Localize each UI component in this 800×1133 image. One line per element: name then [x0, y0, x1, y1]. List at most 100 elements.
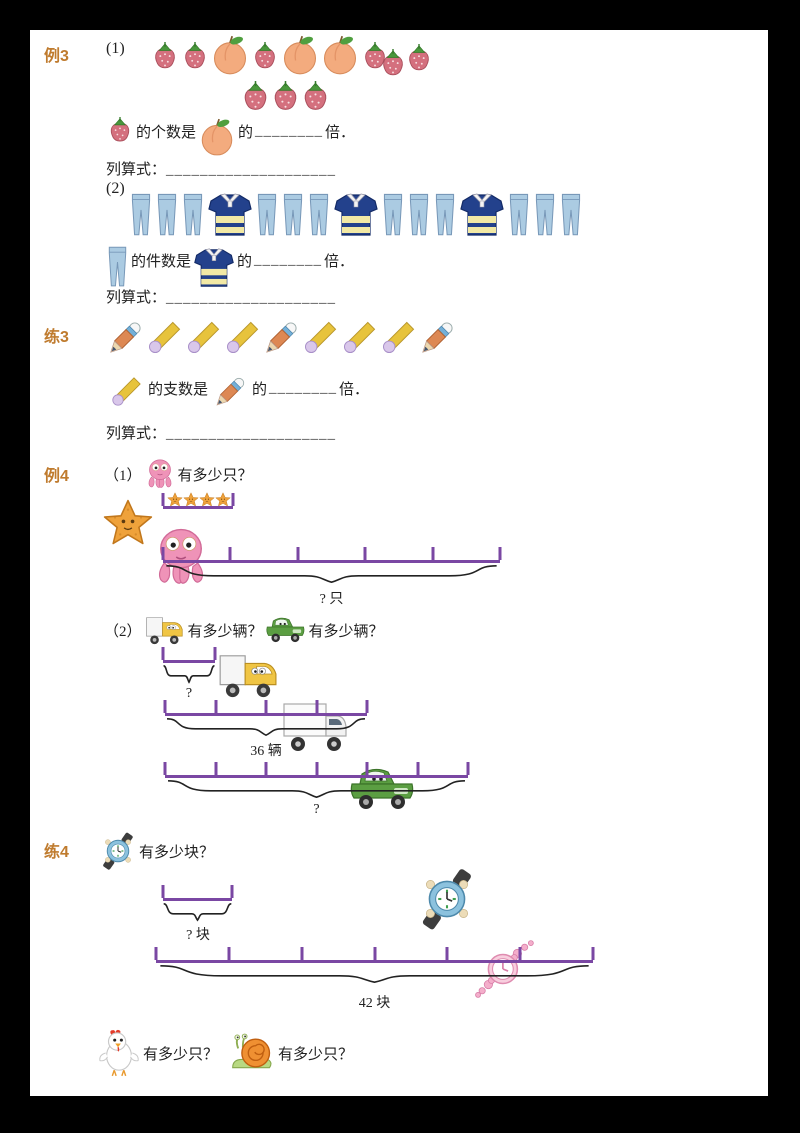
jeans-icon: [407, 190, 431, 240]
white-truck-label: 36 辆: [250, 744, 282, 759]
shirt-icon: [207, 192, 253, 238]
strawberry-icon: [106, 116, 134, 146]
yellow-truck-icon: [218, 650, 280, 700]
question-text: 有多少只？: [278, 1046, 354, 1063]
brace: [165, 779, 468, 799]
answer-blank: ________: [254, 251, 323, 268]
part-number: (2): [106, 180, 125, 197]
chicken-icon: [98, 1028, 140, 1078]
octopus-bar: [161, 544, 502, 563]
shirt-icon: [459, 192, 505, 238]
strawberry-icon: [250, 41, 280, 73]
white-truck-bar: [163, 697, 369, 716]
equation-line: 列算式：____________________: [106, 422, 336, 443]
pencil-yellow-icon: [298, 316, 342, 360]
starfish-bar: [161, 490, 235, 509]
blue-watch-bar: [161, 882, 234, 901]
sentence-clothes: 的件数是 的 ________ 倍．: [106, 244, 355, 287]
starfish-icon: [215, 492, 231, 508]
section-label-ex4: 例4: [44, 468, 69, 485]
answer-blank: ________: [255, 122, 324, 139]
green-truck-bar: [163, 759, 470, 778]
pencil-yellow-icon: [337, 316, 381, 360]
question-text: 有多少只？: [177, 467, 253, 484]
peach-icon: [210, 34, 250, 76]
equation-label: 列算式：: [106, 426, 167, 442]
truck-yellow-icon: [145, 614, 185, 646]
equation-label: 列算式：: [106, 290, 167, 306]
sentence-text: 倍．: [339, 381, 370, 398]
shirt-icon: [193, 247, 235, 289]
starfish-icon: [199, 492, 215, 508]
pink-watch-label: 42 块: [358, 996, 391, 1011]
pink-watch-bar: [154, 944, 595, 963]
clothes-row: [128, 190, 584, 240]
green-truck-label: ?: [313, 802, 320, 817]
jeans-icon: [129, 190, 153, 240]
fruit-row-1: [150, 34, 434, 80]
jeans-icon: [155, 190, 179, 240]
strawberry-icon: [378, 48, 408, 80]
pencil-row: [108, 316, 459, 360]
equation-line: 列算式：____________________: [106, 158, 336, 179]
peach-icon: [280, 34, 320, 76]
question-watches: 有多少块？: [100, 832, 214, 870]
question-trucks: （2） 有多少辆？ 有多少辆？: [104, 614, 384, 646]
brace: [163, 902, 232, 922]
sentence-text: 的件数是: [131, 253, 192, 270]
strawberry-icon: [269, 80, 302, 115]
equation-line: 列算式：____________________: [106, 286, 336, 307]
jeans-icon: [507, 190, 531, 240]
sentence-pencils: 的支数是 的 ________ 倍．: [106, 372, 370, 406]
pencil-orange-icon: [415, 316, 459, 360]
sentence-text: 的: [237, 253, 253, 270]
brace: [163, 564, 500, 584]
fruit-row-2: [242, 80, 332, 115]
pencil-yellow-icon: [181, 316, 225, 360]
equation-label: 列算式：: [106, 162, 167, 178]
sentence-fruits: 的个数是 的 ________ 倍．: [106, 116, 356, 156]
yellow-truck-bar: [161, 644, 217, 663]
sentence-text: 的个数是: [136, 124, 197, 141]
jeans-icon: [255, 190, 279, 240]
brace: [165, 717, 367, 737]
section-label-ex3: 例3: [44, 48, 69, 65]
strawberry-icon: [360, 41, 390, 73]
jeans-icon: [559, 190, 583, 240]
strawberry-icon: [180, 41, 210, 73]
pencil-orange-icon: [103, 316, 147, 360]
starfish-icon: [102, 498, 154, 550]
sentence-text: 倍．: [325, 124, 356, 141]
jeans-icon: [307, 190, 331, 240]
blue-watch-label: ? 块: [186, 928, 210, 943]
question-prefix: （1）: [104, 467, 142, 484]
section-label-pr4: 练4: [44, 844, 69, 861]
strawberry-icon: [404, 43, 434, 75]
sentence-text: 倍．: [324, 253, 355, 270]
peach-icon: [320, 34, 360, 76]
starfish-icon: [183, 492, 199, 508]
truck-green-icon: [265, 614, 306, 646]
question-prefix: （2）: [104, 623, 142, 640]
octopus-icon: [145, 458, 175, 490]
blue-watch-icon: [418, 868, 476, 930]
white-truck-icon: [282, 700, 348, 754]
question-text: 有多少块？: [139, 844, 215, 861]
brace: [163, 664, 215, 684]
question-octopus: （1） 有多少只？: [104, 458, 253, 490]
shirt-icon: [333, 192, 379, 238]
sentence-text: 的支数是: [148, 381, 209, 398]
question-text: 有多少辆？: [308, 623, 384, 640]
question-text: 有多少只？: [143, 1046, 219, 1063]
starfish-icon: [167, 492, 183, 508]
answer-blank: ________: [269, 379, 338, 396]
brace: [156, 964, 593, 984]
jeans-icon: [433, 190, 457, 240]
part-number: (1): [106, 40, 125, 57]
jeans-icon: [181, 190, 205, 240]
sentence-text: 的: [252, 381, 268, 398]
pencil-yellow-icon: [376, 316, 420, 360]
snail-icon: [229, 1033, 275, 1073]
pencil-yellow-icon: [220, 316, 264, 360]
question-bottom: 有多少只？ 有多少只？: [98, 1028, 353, 1078]
